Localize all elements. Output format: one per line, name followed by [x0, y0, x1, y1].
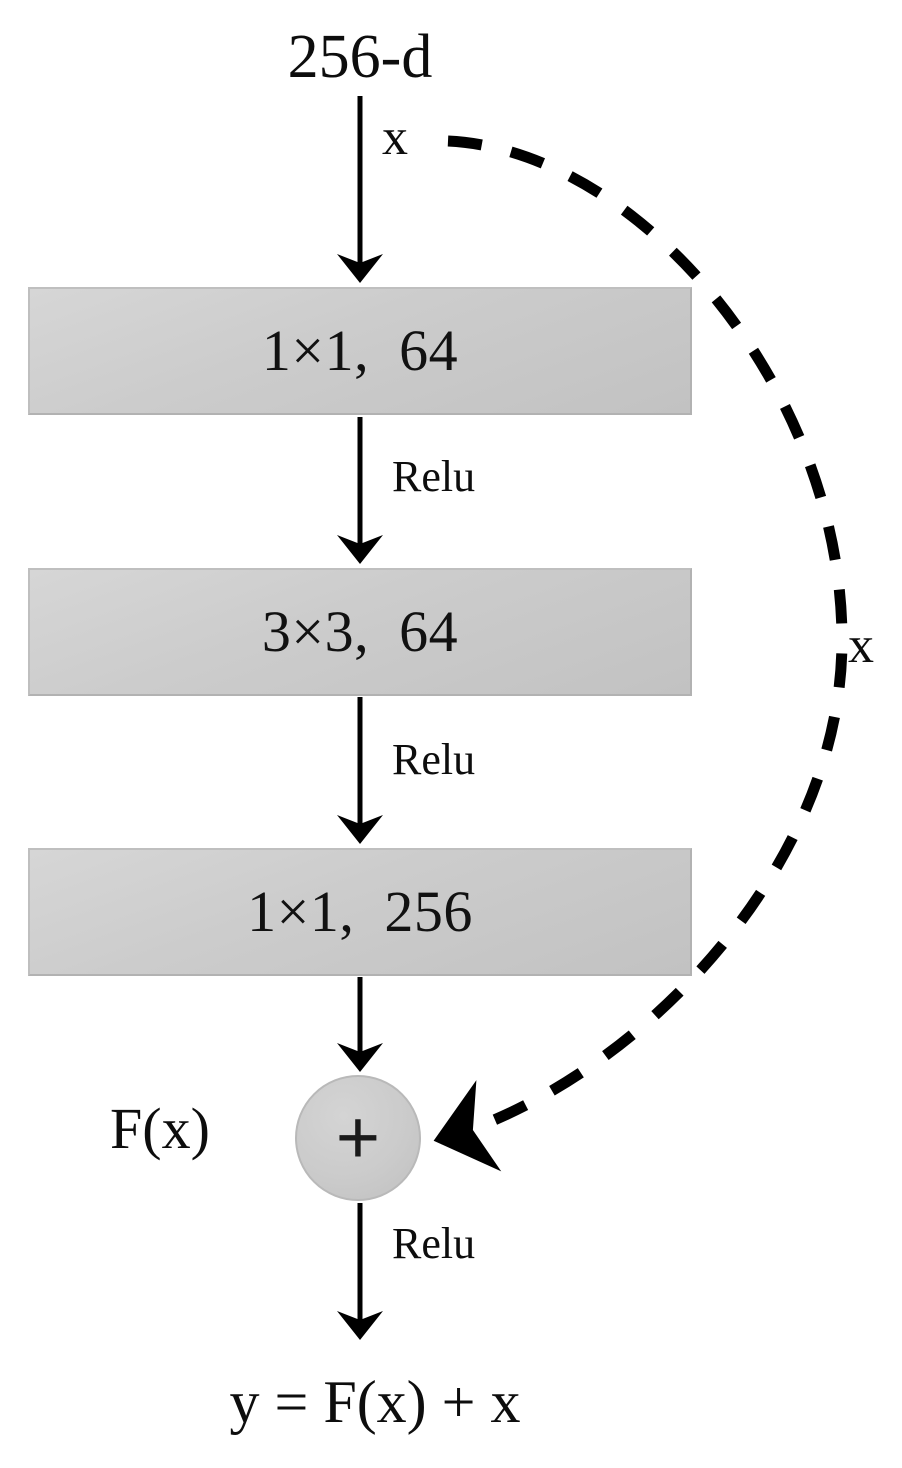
conv-block-1: 1×1, 64 [28, 287, 692, 415]
plus-icon: + [335, 1095, 381, 1180]
residual-function-label: F(x) [110, 1096, 210, 1161]
identity-top-label: x [382, 109, 408, 166]
relu-label-2: Relu [392, 735, 476, 784]
conv-block-3-label: 1×1, 256 [247, 879, 473, 944]
conv-block-1-label: 1×1, 64 [261, 318, 459, 383]
identity-side-label: x [848, 617, 874, 674]
relu-label-3: Relu [392, 1219, 476, 1268]
input-dimension-label: 256-d [287, 23, 433, 91]
conv-block-2-label: 3×3, 64 [261, 599, 459, 664]
output-equation-label: y = F(x) + x [229, 1369, 521, 1435]
conv-block-2: 3×3, 64 [28, 568, 692, 696]
relu-label-1: Relu [392, 452, 476, 501]
addition-node: + [295, 1075, 421, 1201]
conv-block-3: 1×1, 256 [28, 848, 692, 976]
